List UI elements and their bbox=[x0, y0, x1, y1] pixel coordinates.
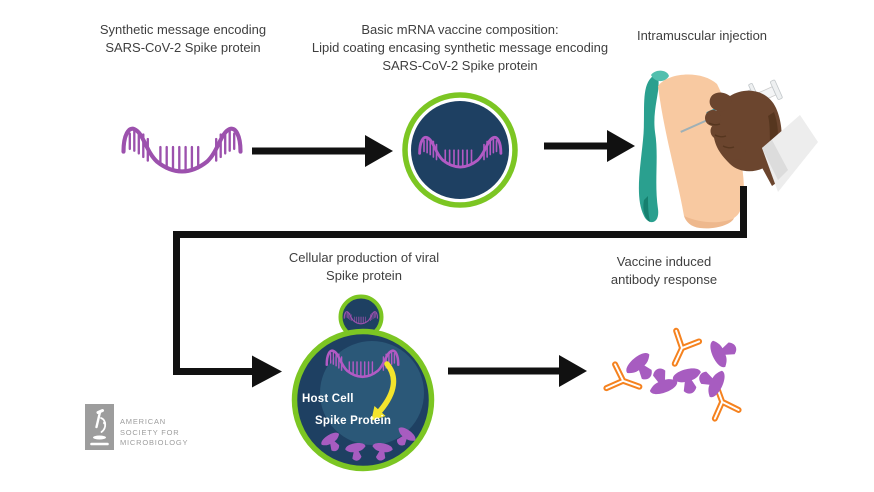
antibody-response-cluster bbox=[595, 312, 775, 437]
microscope-icon bbox=[90, 409, 109, 446]
vaccine-particle-icon bbox=[402, 92, 518, 208]
spike-protein-label: Spike Protein bbox=[315, 415, 391, 427]
step1-label-line2: SARS-CoV-2 Spike protein bbox=[105, 40, 261, 55]
arrow-right-icon bbox=[448, 355, 587, 387]
asm-logo-line3: MICROBIOLOGY bbox=[120, 438, 189, 447]
injection-illustration bbox=[638, 70, 818, 229]
step4-label-line2: Spike protein bbox=[326, 268, 402, 283]
step2-label-line2: Lipid coating encasing synthetic message… bbox=[311, 40, 609, 55]
needle-icon bbox=[680, 117, 712, 133]
spike-icon bbox=[693, 363, 729, 400]
asm-logo bbox=[85, 404, 114, 450]
spike-icon bbox=[706, 333, 742, 370]
arrow-right-icon bbox=[252, 135, 393, 167]
cuff-icon bbox=[762, 115, 818, 192]
step5-label-line1: Vaccine induced bbox=[616, 254, 712, 269]
mrna-icon bbox=[117, 119, 247, 179]
step1-label: Synthetic message encoding SARS-CoV-2 Sp… bbox=[88, 21, 278, 57]
step4-label: Cellular production of viral Spike prote… bbox=[272, 249, 456, 285]
step5-label-line2: antibody response bbox=[610, 272, 718, 287]
asm-logo-line2: SOCIETY FOR bbox=[120, 427, 180, 437]
arrow-right-icon bbox=[544, 130, 635, 162]
asm-logo-text: AMERICAN SOCIETY FOR MICROBIOLOGY bbox=[120, 417, 188, 449]
step3-label-line1: Intramuscular injection bbox=[636, 28, 768, 43]
sleeve-icon bbox=[638, 70, 669, 223]
step2-label-line1: Basic mRNA vaccine composition: bbox=[361, 22, 559, 37]
asm-logo-line1: AMERICAN bbox=[120, 417, 166, 426]
host-cell-illustration: Host Cell Spike Protein bbox=[291, 294, 435, 472]
host-cell-label: Host Cell bbox=[302, 393, 354, 405]
antibody-icon bbox=[663, 331, 699, 369]
particle-core bbox=[411, 101, 509, 199]
step2-label: Basic mRNA vaccine composition: Lipid co… bbox=[295, 21, 625, 75]
step4-label-line1: Cellular production of viral bbox=[288, 250, 440, 265]
step3-label: Intramuscular injection bbox=[612, 27, 792, 45]
step1-label-line1: Synthetic message encoding bbox=[99, 22, 267, 37]
flow-connector-arrow bbox=[173, 186, 747, 388]
step5-label: Vaccine induced antibody response bbox=[572, 253, 756, 289]
yellow-arrow-icon bbox=[371, 361, 397, 421]
cell-cytoplasm bbox=[320, 341, 424, 445]
step2-label-line3: SARS-CoV-2 Spike protein bbox=[382, 58, 538, 73]
